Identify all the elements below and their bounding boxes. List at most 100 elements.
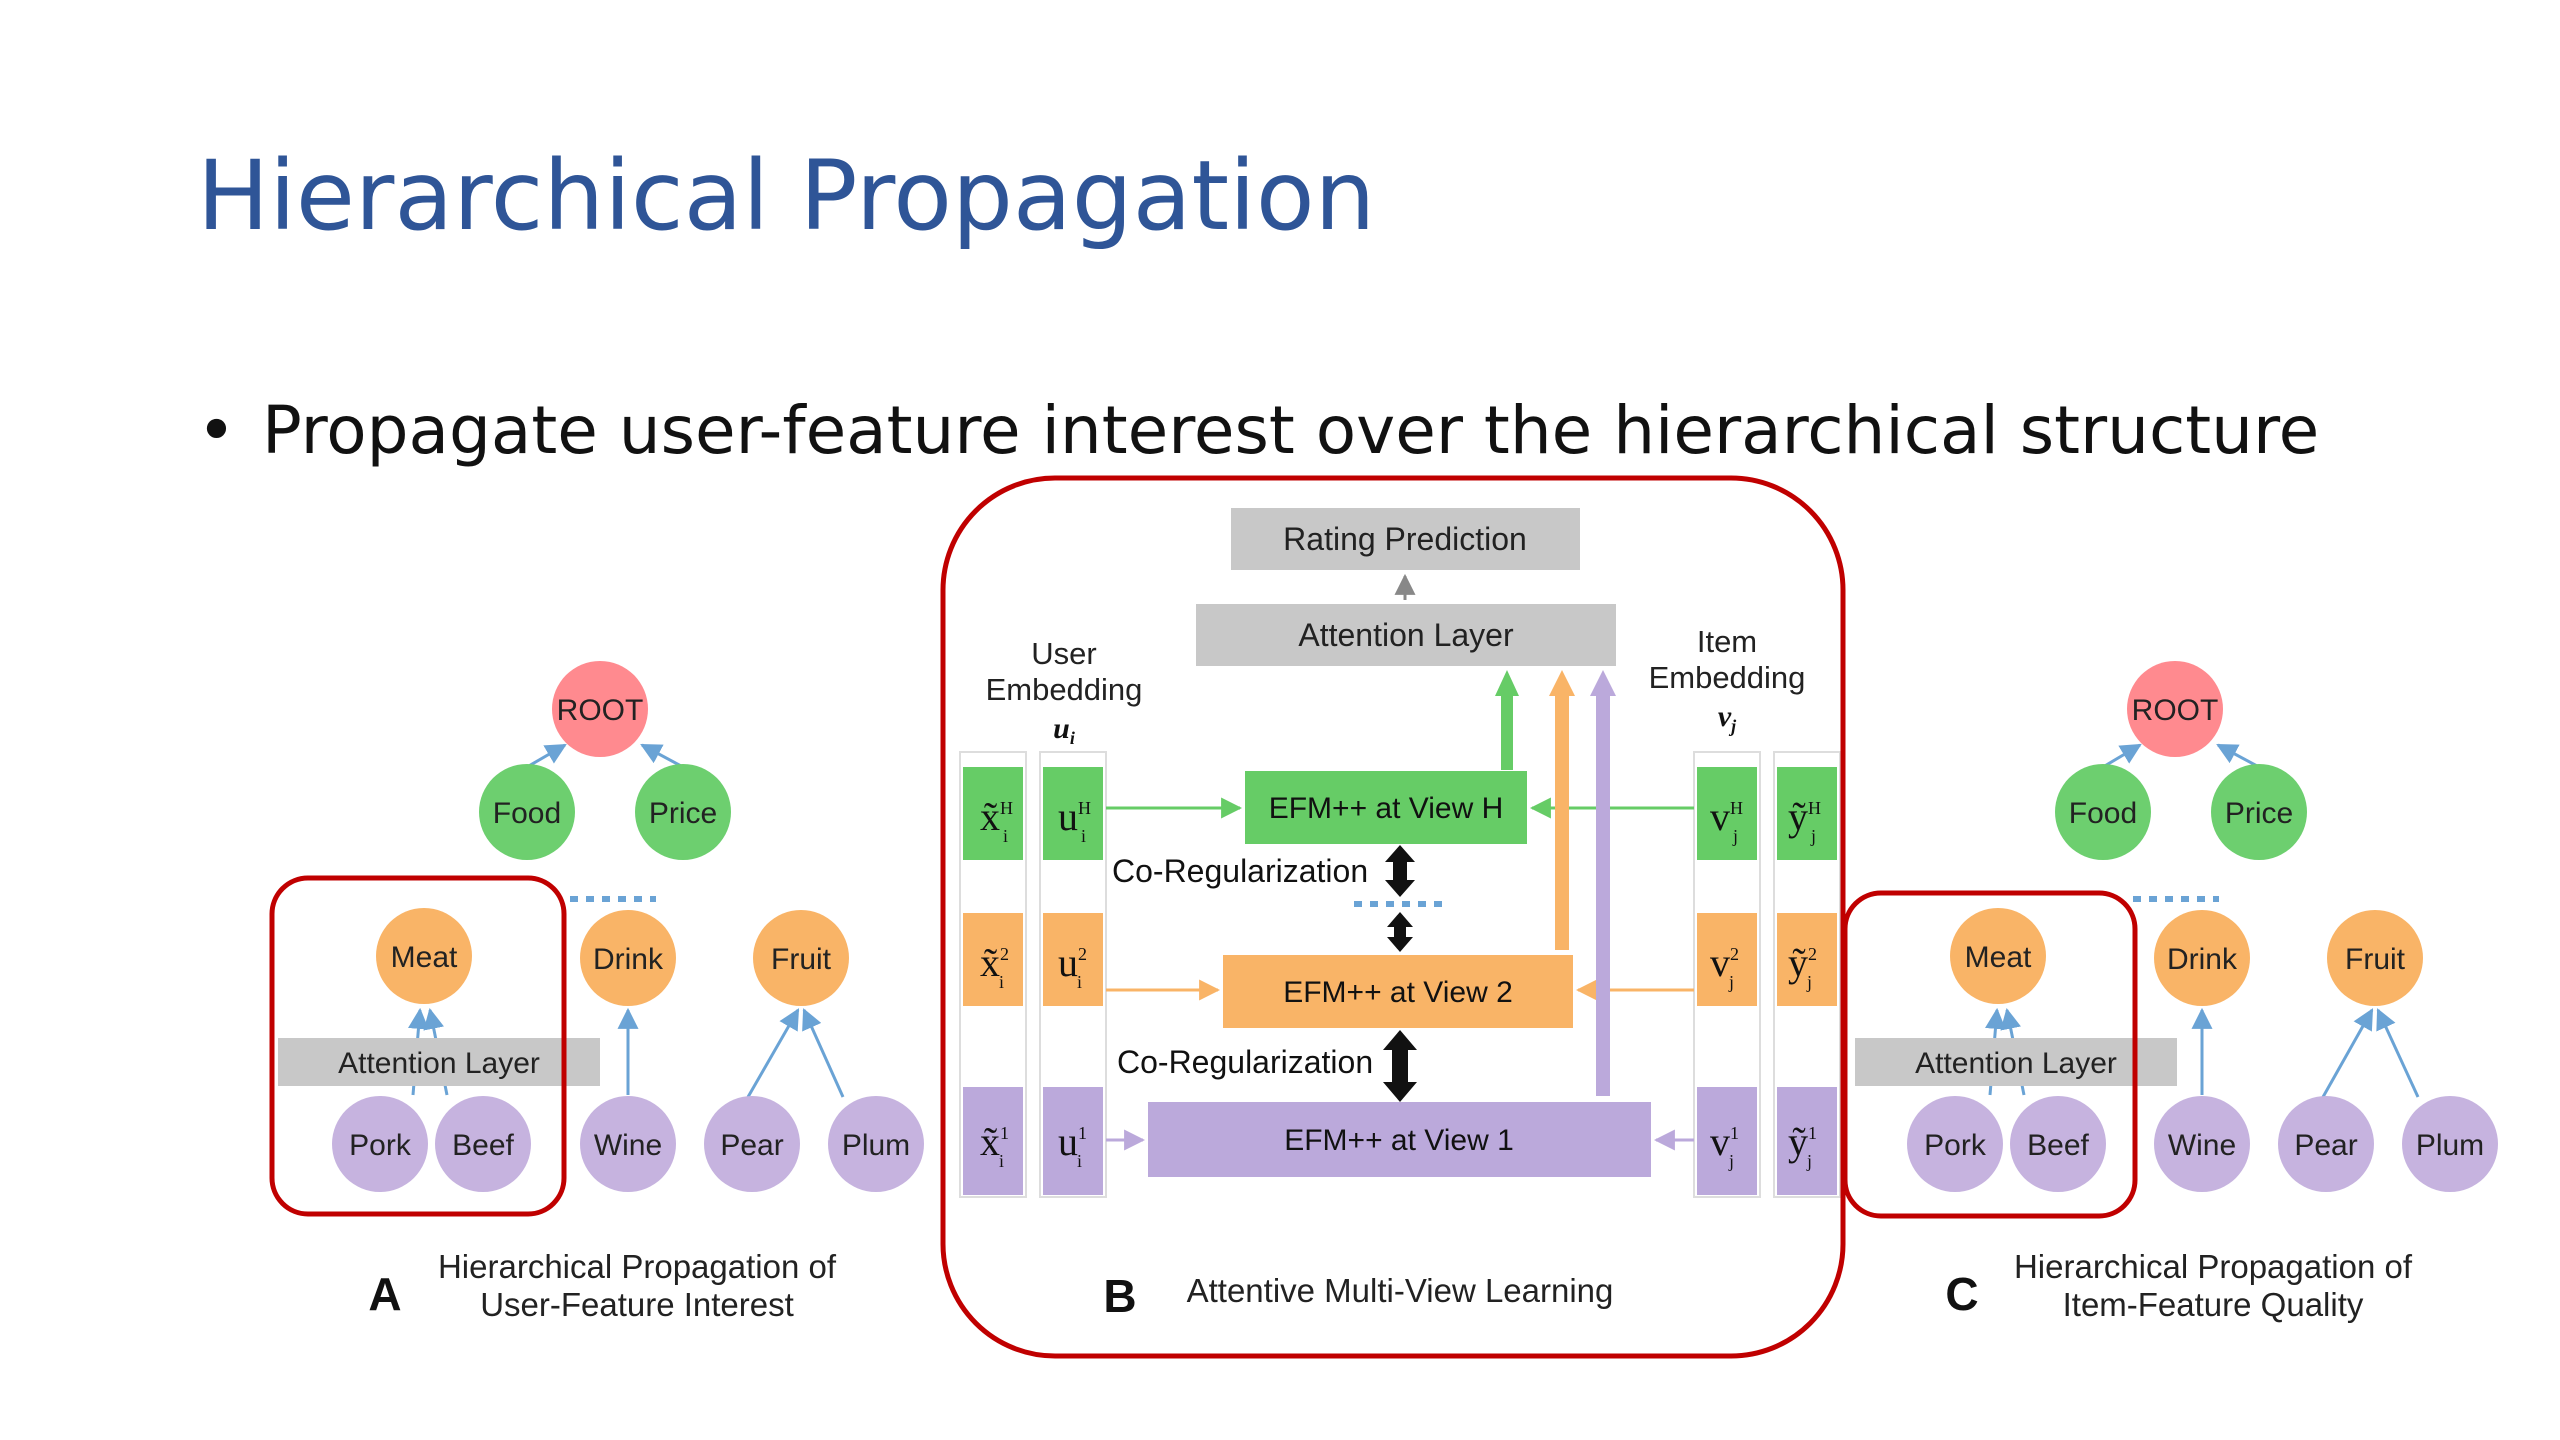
panel-c: Attention Layer ROOT Food Price Meat Dri… bbox=[1842, 661, 2498, 1323]
node-price bbox=[635, 764, 731, 860]
user-u-h bbox=[1043, 767, 1103, 860]
node-pork bbox=[332, 1096, 428, 1192]
node-drink-c-label: Drink bbox=[2167, 943, 2238, 976]
node-plum-c bbox=[2402, 1096, 2498, 1192]
attention-layer-c-label: Attention Layer bbox=[1915, 1047, 2117, 1080]
node-meat bbox=[376, 908, 472, 1004]
bullet-point: •Propagate user-feature interest over th… bbox=[197, 398, 2319, 464]
node-beef-label: Beef bbox=[452, 1129, 514, 1162]
efm-view-2-label: EFM++ at View 2 bbox=[1283, 976, 1513, 1009]
node-pear-c-label: Pear bbox=[2294, 1129, 2357, 1162]
user-x-h bbox=[963, 767, 1023, 860]
attention-layer-c bbox=[1855, 1038, 2177, 1086]
rating-prediction-label: Rating Prediction bbox=[1283, 521, 1527, 557]
node-wine-c bbox=[2154, 1096, 2250, 1192]
coreg-label-2: Co-Regularization bbox=[1117, 1044, 1373, 1080]
node-drink bbox=[580, 910, 676, 1006]
item-embedding-label-1: Item bbox=[1697, 624, 1757, 659]
node-plum bbox=[828, 1096, 924, 1192]
user-u-1 bbox=[1043, 1087, 1103, 1195]
panel-a-caption-line2: User-Feature Interest bbox=[480, 1286, 794, 1323]
panel-b: Rating Prediction Attention Layer User E… bbox=[940, 475, 1846, 1359]
node-beef-c-label: Beef bbox=[2027, 1129, 2089, 1162]
user-embedding-label-1: User bbox=[1031, 636, 1096, 671]
node-root-c-label: ROOT bbox=[2132, 694, 2219, 727]
arrow-up-green bbox=[1495, 670, 1519, 696]
efm-view-2-box bbox=[1223, 955, 1573, 1028]
user-embedding-symbol: ui bbox=[1053, 712, 1075, 748]
arrow-up-orange bbox=[1549, 670, 1575, 696]
node-wine bbox=[580, 1096, 676, 1192]
node-meat-label: Meat bbox=[391, 941, 458, 974]
highlight-box-b bbox=[940, 475, 1846, 1359]
item-v-2 bbox=[1697, 913, 1757, 1006]
user-x-1 bbox=[963, 1087, 1023, 1195]
attention-layer-a-label: Attention Layer bbox=[338, 1047, 540, 1080]
highlight-box-a bbox=[269, 875, 567, 1217]
slide-title: Hierarchical Propagation bbox=[197, 140, 1376, 252]
efm-view-h-box bbox=[1245, 771, 1527, 844]
attention-layer-b-label: Attention Layer bbox=[1298, 617, 1514, 653]
node-plum-label: Plum bbox=[842, 1129, 910, 1162]
node-beef bbox=[435, 1096, 531, 1192]
node-price-label: Price bbox=[649, 797, 717, 830]
node-pork-c bbox=[1907, 1096, 2003, 1192]
node-fruit-label: Fruit bbox=[771, 943, 832, 976]
efm-view-1-label: EFM++ at View 1 bbox=[1284, 1124, 1514, 1157]
efm-view-1-box bbox=[1148, 1102, 1651, 1177]
node-wine-label: Wine bbox=[594, 1129, 662, 1162]
node-food-label: Food bbox=[493, 797, 561, 830]
efm-view-h-label: EFM++ at View H bbox=[1269, 792, 1504, 825]
panel-b-letter: B bbox=[1103, 1270, 1136, 1322]
node-price-c-label: Price bbox=[2225, 797, 2293, 830]
panel-b-caption: Attentive Multi-View Learning bbox=[1187, 1272, 1614, 1309]
item-embedding-label-2: Embedding bbox=[1649, 660, 1806, 695]
node-pear bbox=[704, 1096, 800, 1192]
node-plum-c-label: Plum bbox=[2416, 1129, 2484, 1162]
node-food bbox=[479, 764, 575, 860]
arrow-up-purple bbox=[1590, 670, 1616, 696]
panel-a-caption-line1: Hierarchical Propagation of bbox=[438, 1248, 837, 1285]
item-embedding-symbol: vj bbox=[1718, 700, 1737, 736]
node-root-label: ROOT bbox=[557, 694, 644, 727]
item-y-1 bbox=[1777, 1087, 1837, 1195]
rating-prediction-box bbox=[1231, 508, 1580, 570]
panel-c-caption-line1: Hierarchical Propagation of bbox=[2014, 1248, 2413, 1285]
node-pear-label: Pear bbox=[720, 1129, 783, 1162]
item-y-2 bbox=[1777, 913, 1837, 1006]
bullet-dot: • bbox=[197, 392, 236, 469]
node-meat-c-label: Meat bbox=[1965, 941, 2032, 974]
node-price-c bbox=[2211, 764, 2307, 860]
attention-layer-b bbox=[1196, 604, 1616, 666]
attention-layer-a bbox=[278, 1038, 600, 1086]
user-embedding-label-2: Embedding bbox=[986, 672, 1143, 707]
node-pear-c bbox=[2278, 1096, 2374, 1192]
node-wine-c-label: Wine bbox=[2168, 1129, 2236, 1162]
coreg-arrows bbox=[1383, 845, 1417, 1102]
coreg-label-1: Co-Regularization bbox=[1112, 853, 1368, 889]
node-drink-c bbox=[2154, 910, 2250, 1006]
node-food-c-label: Food bbox=[2069, 797, 2137, 830]
item-y-h bbox=[1777, 767, 1837, 860]
node-root bbox=[552, 661, 648, 757]
panel-c-letter: C bbox=[1945, 1268, 1978, 1320]
panel-a-letter: A bbox=[368, 1268, 401, 1320]
item-v-1 bbox=[1697, 1087, 1757, 1195]
node-pork-c-label: Pork bbox=[1924, 1129, 1987, 1162]
node-fruit-c-label: Fruit bbox=[2345, 943, 2406, 976]
bullet-text: Propagate user-feature interest over the… bbox=[261, 392, 2320, 469]
node-root-c bbox=[2127, 661, 2223, 757]
panel-c-caption-line2: Item-Feature Quality bbox=[2063, 1286, 2364, 1323]
